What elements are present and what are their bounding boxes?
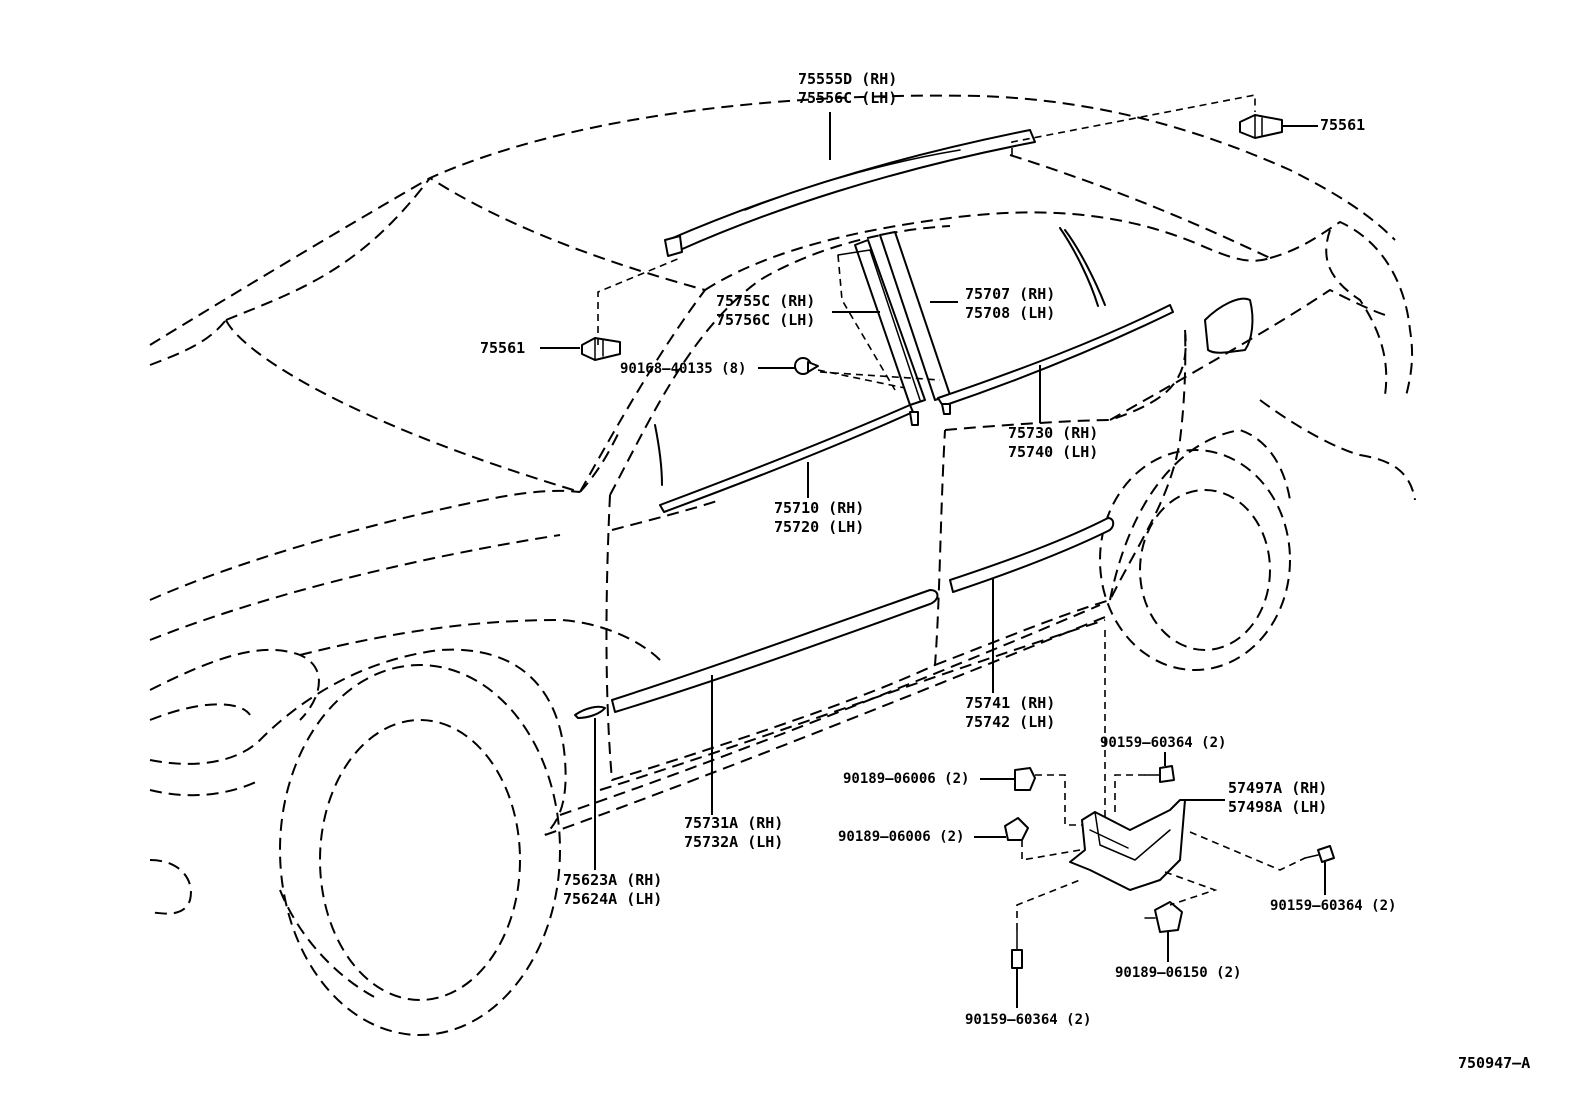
callout-line: 90189–06006 (2) <box>843 771 970 787</box>
bracket-part <box>1069 799 1186 891</box>
callout-clip-1: 90189–06006 (2) <box>843 770 969 788</box>
callout-bracket: 57497A (RH) 57498A (LH) <box>1228 779 1327 817</box>
callout-line: 75561 <box>480 339 526 357</box>
callout-line: 75624A (LH) <box>563 890 663 908</box>
callout-line: 75707 (RH) <box>965 285 1056 303</box>
leader-lines <box>540 112 1326 1008</box>
pillar-garnish-parts <box>837 231 951 406</box>
callout-line: 75708 (LH) <box>965 304 1056 322</box>
callout-nut: 90168–40135 (8) <box>620 360 746 378</box>
callout-screw-right: 90159–60364 (2) <box>1270 897 1396 915</box>
callout-line: 75732A (LH) <box>684 833 784 851</box>
car-body-outline <box>149 94 1416 1036</box>
clip-75561-rear-part <box>1239 114 1283 139</box>
callout-roof-molding: 75555D (RH) 75556C (LH) <box>798 70 897 108</box>
callout-line: 75741 (RH) <box>965 694 1056 712</box>
callout-line: 75720 (LH) <box>774 518 865 536</box>
callout-line: 90189–06006 (2) <box>838 829 965 845</box>
callout-line: 75740 (LH) <box>1008 443 1099 461</box>
callout-line: 90168–40135 (8) <box>620 361 747 377</box>
callout-rear-door-molding: 75741 (RH) 75742 (LH) <box>965 694 1055 732</box>
callout-clip-front: 75561 <box>480 339 525 358</box>
callout-line: 75561 <box>1320 116 1366 134</box>
callout-line: 75756C (LH) <box>716 311 816 329</box>
assembly-dashed-lines <box>597 94 1306 930</box>
callout-front-belt-molding: 75710 (RH) 75720 (LH) <box>774 499 864 537</box>
callout-line: 75755C (RH) <box>716 292 816 310</box>
callout-screw-top: 90159–60364 (2) <box>1100 734 1226 752</box>
callout-line: 57498A (LH) <box>1228 798 1328 816</box>
belt-molding-parts <box>659 304 1174 513</box>
callout-clip-rear: 75561 <box>1320 116 1365 135</box>
callout-rear-pillar-garnish: 75707 (RH) 75708 (LH) <box>965 285 1055 323</box>
callout-line: 90159–60364 (2) <box>1270 898 1397 914</box>
callout-line: 90159–60364 (2) <box>1100 735 1227 751</box>
callout-front-door-molding: 75731A (RH) 75732A (LH) <box>684 814 783 852</box>
callout-line: 75730 (RH) <box>1008 424 1099 442</box>
callout-line: 90159–60364 (2) <box>965 1012 1092 1028</box>
door-molding-parts <box>574 517 1115 719</box>
roof-molding-part <box>664 129 1036 257</box>
fastener-parts <box>1004 765 1335 969</box>
callout-line: 75555D (RH) <box>798 70 898 88</box>
clip-75561-front-part <box>581 337 621 361</box>
callout-line: 75731A (RH) <box>684 814 784 832</box>
callout-line: 57497A (RH) <box>1228 779 1328 797</box>
callout-line: 75623A (RH) <box>563 871 663 889</box>
callout-clip-3: 90189–06150 (2) <box>1115 964 1241 982</box>
callout-screw-bottom: 90159–60364 (2) <box>965 1011 1091 1029</box>
figure-code: 750947–A <box>1458 1054 1531 1072</box>
callout-front-pillar-garnish: 75755C (RH) 75756C (LH) <box>716 292 815 330</box>
callout-line: 75710 (RH) <box>774 499 865 517</box>
callout-line: 75742 (LH) <box>965 713 1056 731</box>
nut-part <box>794 357 819 375</box>
callout-fender-molding: 75623A (RH) 75624A (LH) <box>563 871 662 909</box>
callout-rear-belt-molding: 75730 (RH) 75740 (LH) <box>1008 424 1098 462</box>
callout-line: 90189–06150 (2) <box>1115 965 1242 981</box>
callout-line: 75556C (LH) <box>798 89 898 107</box>
callout-clip-2: 90189–06006 (2) <box>838 828 964 846</box>
